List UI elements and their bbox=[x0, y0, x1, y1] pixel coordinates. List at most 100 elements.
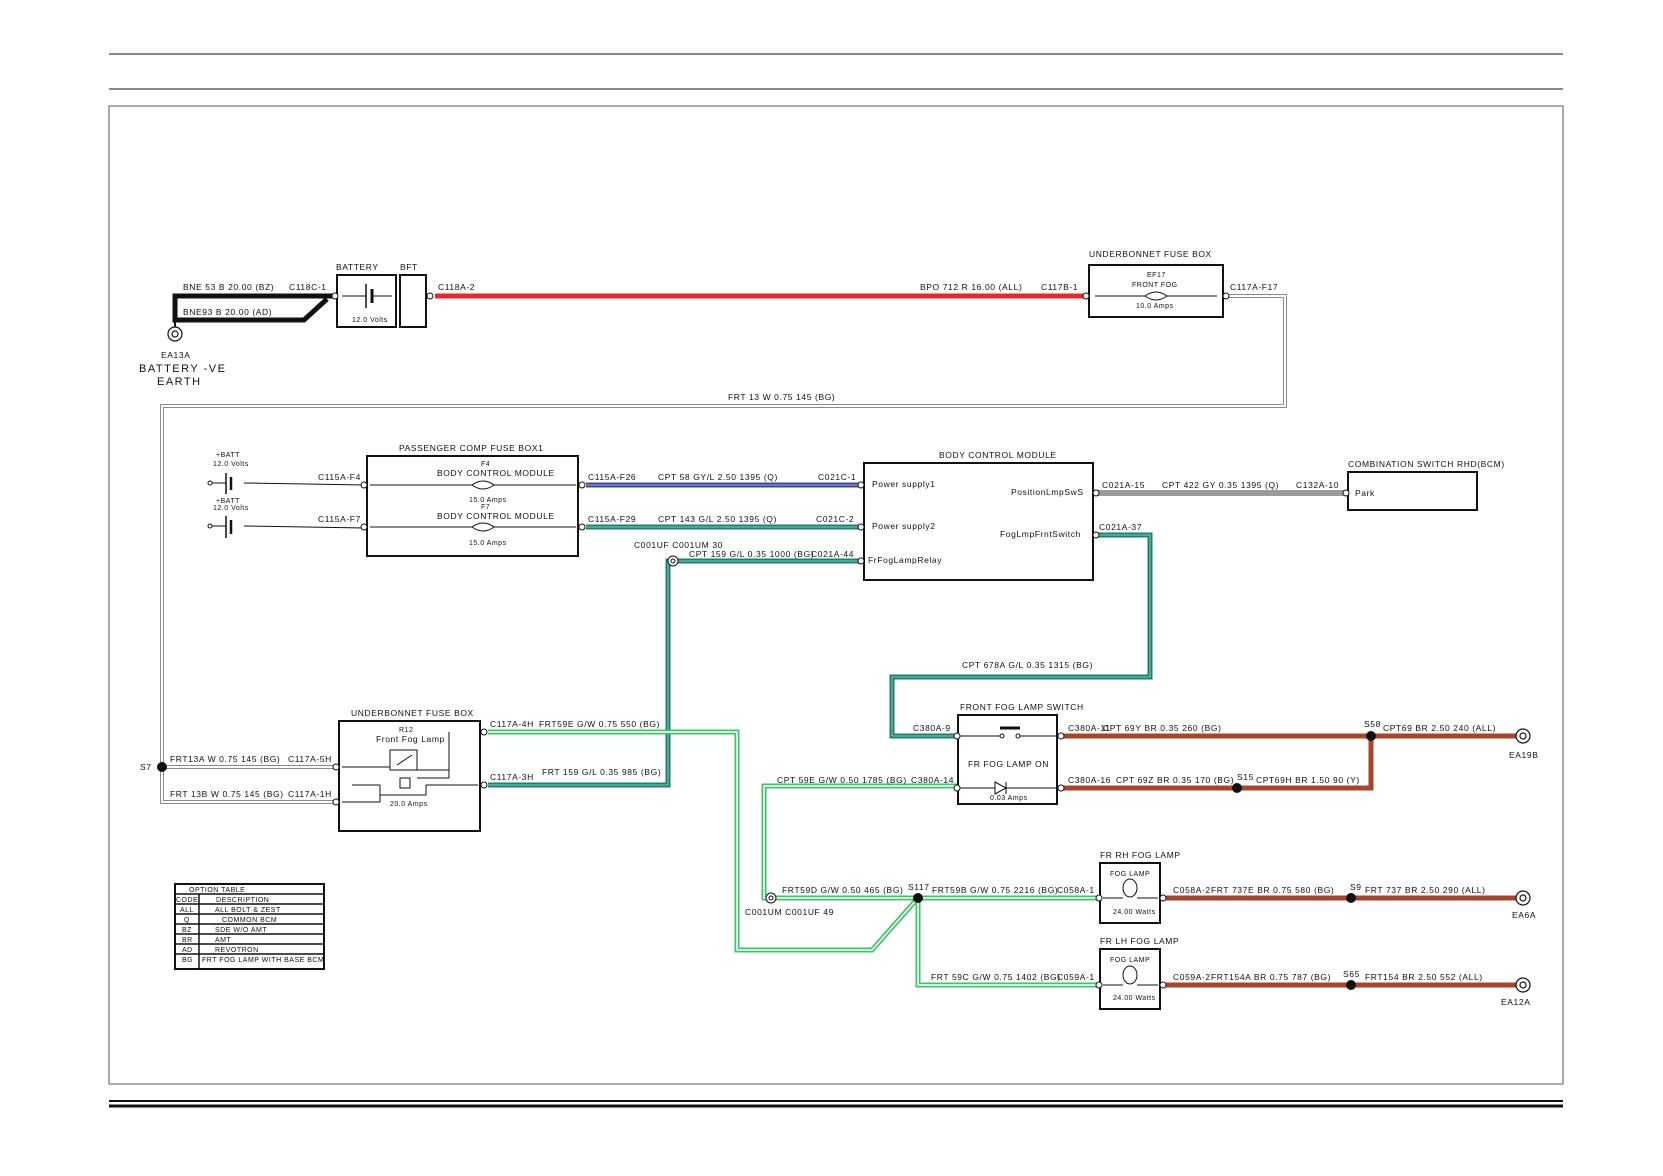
bft-box bbox=[399, 274, 427, 328]
wire-label-bne53: BNE 53 B 20.00 (BZ) bbox=[183, 282, 274, 292]
batt2-label: +BATT bbox=[216, 498, 240, 505]
conn-c059a1: C059A-1 bbox=[1057, 972, 1095, 982]
fuse-icon bbox=[1095, 291, 1217, 301]
wire-label-frt13: FRT 13 W 0.75 145 (BG) bbox=[728, 392, 835, 402]
terminal-c115af7 bbox=[360, 523, 368, 531]
rh-fog-inner: FOG LAMP bbox=[1110, 871, 1150, 878]
splice-s15 bbox=[1232, 783, 1242, 793]
earth-line1: BATTERY -VE bbox=[139, 363, 226, 375]
front-fog-lamp-switch: FRONT FOG LAMP SWITCH FR FOG LAMP ON 0.0… bbox=[957, 702, 1083, 805]
ubf-relay-title: UNDERBONNET FUSE BOX bbox=[351, 708, 474, 718]
terminal-c132a10 bbox=[1342, 489, 1350, 497]
wire-label-frt59c: FRT 59C G/W 0.75 1402 (BG) bbox=[931, 972, 1061, 982]
conn-c117b1: C117B-1 bbox=[1041, 282, 1078, 292]
rh-fog-title: FR RH FOG LAMP bbox=[1100, 850, 1181, 860]
wire-cpt159 bbox=[488, 558, 860, 788]
combination-switch: COMBINATION SWITCH RHD(BCM) Park bbox=[1347, 459, 1504, 511]
wire-frt13-inner bbox=[161, 295, 1286, 769]
wire-frt59c-stripe bbox=[917, 898, 1100, 986]
batt1-terminal bbox=[207, 480, 213, 486]
conn-c115af26: C115A-F26 bbox=[588, 472, 636, 482]
pfb-f7-name: BODY CONTROL MODULE bbox=[437, 511, 555, 521]
batt-supplies: +BATT 12.0 Volts +BATT 12.0 Volts bbox=[207, 452, 249, 538]
splice-s58 bbox=[1366, 731, 1376, 741]
fog-switch-box bbox=[957, 714, 1058, 805]
wire-label-cpt59e: CPT 59E G/W 0.50 1785 (BG) bbox=[777, 775, 907, 785]
earth-ea12a-label: EA12A bbox=[1501, 997, 1530, 1007]
terminal-c117b1 bbox=[1082, 292, 1090, 300]
terminal-c117a3h bbox=[480, 781, 488, 789]
terminal-c021a37 bbox=[1092, 531, 1100, 539]
conn-c115af29: C115A-F29 bbox=[588, 514, 636, 524]
conn-c118c1: C118C-1 bbox=[289, 282, 327, 292]
wire-label-cpt58: CPT 58 GY/L 2.50 1395 (Q) bbox=[658, 472, 778, 482]
wire-cpt678a-stripe bbox=[891, 534, 1151, 737]
battery-earth: EA13A BATTERY -VE EARTH bbox=[139, 326, 226, 388]
option-desc: REVOTRON bbox=[215, 947, 259, 954]
fuse-icon bbox=[370, 480, 576, 490]
option-table-border bbox=[174, 883, 325, 970]
option-table: OPTION TABLE CODE DESCRIPTION ALL ALL BO… bbox=[174, 883, 325, 970]
terminal-c380a11 bbox=[1057, 732, 1065, 740]
terminal-c021c2 bbox=[857, 523, 865, 531]
wire-label-frt59b: FRT59B G/W 0.75 2216 (BG) bbox=[932, 885, 1058, 895]
splice-s58-label: S58 bbox=[1364, 719, 1381, 729]
body-control-module: BODY CONTROL MODULE Power supply1 Power … bbox=[863, 450, 1094, 581]
bcm-pin-poslmp: PositionLmpSwS bbox=[1011, 487, 1084, 497]
bcm-pin-ps2: Power supply2 bbox=[872, 521, 936, 531]
conn-c115af7: C115A-F7 bbox=[318, 514, 361, 524]
conn-c117a5h: C117A-5H bbox=[288, 754, 332, 764]
conn-c001um-bottom: C001UM C001UF 49 bbox=[745, 907, 834, 917]
earth-ea6a-inner-icon bbox=[1519, 894, 1527, 902]
option-desc: SDE W/O AMT bbox=[215, 927, 267, 934]
option-code: BR bbox=[182, 937, 193, 944]
lh-fog-title: FR LH FOG LAMP bbox=[1100, 936, 1179, 946]
terminal-c058a1 bbox=[1095, 894, 1103, 902]
terminal-c380a16 bbox=[1057, 784, 1065, 792]
fuse-icon bbox=[370, 522, 576, 532]
lh-fog-lamp: FR LH FOG LAMP FOG LAMP 24.00 Watts bbox=[1099, 936, 1179, 1010]
wire-frt59e-stripe bbox=[488, 731, 919, 951]
bcm-pin-frfog: FrFogLampRelay bbox=[868, 555, 942, 565]
conn-c380a11: C380A-11 bbox=[1068, 723, 1110, 733]
option-table-head-desc: DESCRIPTION bbox=[216, 897, 269, 904]
conn-c021c1: C021C-1 bbox=[818, 472, 856, 482]
pfb-f7-id: F7 bbox=[481, 504, 490, 511]
pfb-box bbox=[366, 455, 579, 557]
wire-label-cpt678a: CPT 678A G/L 0.35 1315 (BG) bbox=[962, 660, 1093, 670]
conn-c021a15: C021A-15 bbox=[1102, 480, 1145, 490]
conn-c117af17: C117A-F17 bbox=[1230, 282, 1278, 292]
batt2-volts: 12.0 Volts bbox=[213, 505, 249, 512]
pfb-f4-id: F4 bbox=[481, 461, 490, 468]
earth-line2: EARTH bbox=[157, 376, 202, 388]
earth-ea19b-inner-icon bbox=[1519, 732, 1527, 740]
rh-fog-lamp: FR RH FOG LAMP FOG LAMP 24.00 Watts bbox=[1099, 850, 1181, 924]
wire-label-bne93: BNE93 B 20.00 (AD) bbox=[183, 307, 272, 317]
wire-label-cpt69h: CPT69H BR 1.50 90 (Y) bbox=[1256, 775, 1360, 785]
ubf-top-title: UNDERBONNET FUSE BOX bbox=[1089, 249, 1212, 259]
battery: BATTERY 12.0 Volts BFT bbox=[336, 262, 427, 328]
diagram-frame bbox=[108, 105, 1564, 1085]
option-desc: COMMON BCM bbox=[222, 917, 277, 924]
splice-s15-label: S15 bbox=[1237, 772, 1254, 782]
lamp-icon bbox=[1103, 878, 1158, 899]
battery-spec: 12.0 Volts bbox=[352, 317, 388, 324]
lh-fog-rating: 24.00 Watts bbox=[1113, 995, 1156, 1002]
led-icon bbox=[960, 781, 1056, 795]
terminal-c001um-bottom-inner bbox=[768, 895, 774, 901]
earth-points bbox=[1515, 728, 1531, 993]
terminal-c001uf-top-inner bbox=[670, 558, 676, 564]
bcm-pin-foglmp: FogLmpFrntSwitch bbox=[1000, 529, 1081, 539]
pfb-f4-name: BODY CONTROL MODULE bbox=[437, 468, 555, 478]
batt2-terminal bbox=[207, 523, 213, 529]
batt1-label: +BATT bbox=[216, 452, 240, 459]
ubf-relay-rating: 20.0 Amps bbox=[390, 801, 428, 808]
lh-fog-inner: FOG LAMP bbox=[1110, 957, 1150, 964]
option-table-head-code: CODE bbox=[176, 897, 198, 904]
splice-s7 bbox=[157, 762, 167, 772]
option-desc: AMT bbox=[215, 937, 232, 944]
fog-switch-rating: 0.03 Amps bbox=[990, 795, 1028, 802]
ubf-relay-name: Front Fog Lamp bbox=[376, 734, 445, 744]
wire-label-cpt69z: CPT 69Z BR 0.35 170 (BG) bbox=[1116, 775, 1234, 785]
